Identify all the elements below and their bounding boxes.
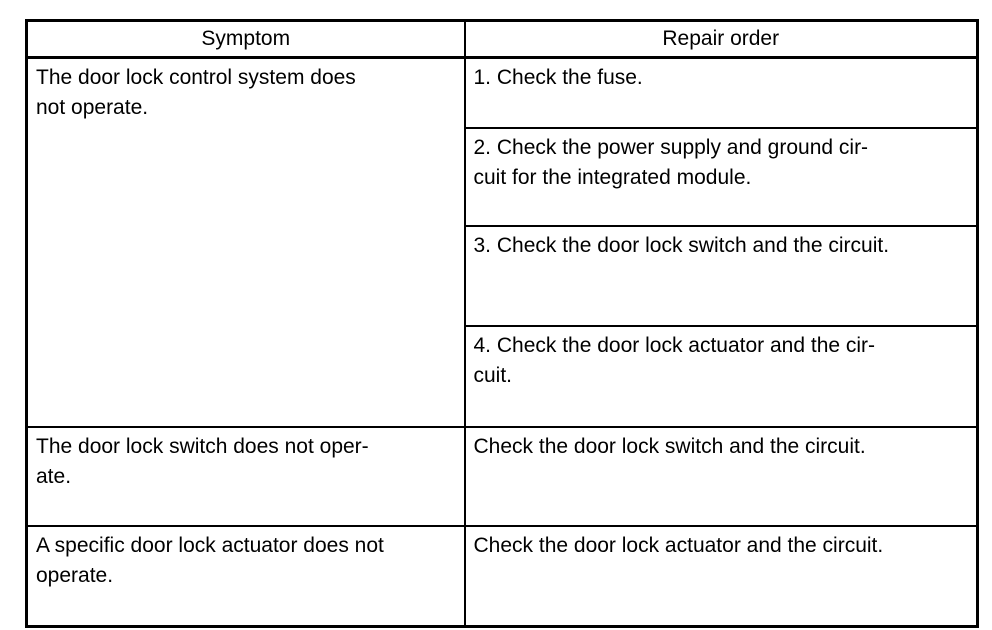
symptom-cell-door-lock-actuator: A specific door lock actuator does not o… — [25, 525, 466, 628]
table-header-row: Symptom Repair order — [25, 19, 979, 59]
column-header-repair-order: Repair order — [463, 19, 979, 59]
table-row: A specific door lock actuator does not o… — [25, 525, 979, 628]
symptom-repair-table: Symptom Repair order The door lock contr… — [25, 19, 979, 628]
column-header-symptom: Symptom — [25, 19, 466, 59]
repair-order-cell-step-4: 4. Check the door lock actuator and the … — [463, 325, 979, 428]
repair-order-cell-step-1: 1. Check the fuse. — [463, 56, 979, 129]
repair-order-cell-step-3: 3. Check the door lock switch and the ci… — [463, 225, 979, 327]
table-row: The door lock switch does not oper- ate.… — [25, 426, 979, 527]
table-row: 4. Check the door lock actuator and the … — [27, 325, 979, 428]
table-row: The door lock control system does not op… — [25, 56, 979, 428]
symptom-cell-door-lock-switch: The door lock switch does not oper- ate. — [25, 426, 466, 527]
symptom-cell-door-lock-control-system: The door lock control system does not op… — [25, 56, 466, 428]
table-row: 3. Check the door lock switch and the ci… — [27, 225, 979, 327]
repair-order-cell-actuator: Check the door lock actuator and the cir… — [463, 525, 979, 628]
repair-order-cell-step-2: 2. Check the power supply and ground cir… — [463, 127, 979, 227]
table-row: 2. Check the power supply and ground cir… — [27, 127, 979, 227]
repair-order-cell-switch: Check the door lock switch and the circu… — [463, 426, 979, 527]
